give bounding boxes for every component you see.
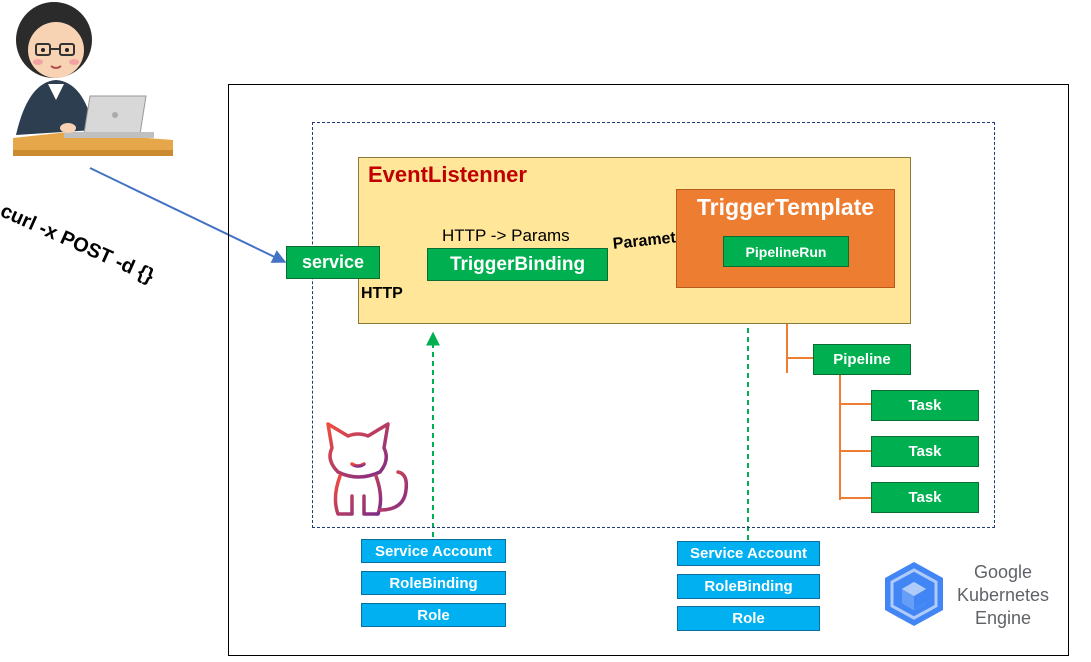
gke-line-kubernetes: Kubernetes xyxy=(956,585,1050,605)
task-box-2: Task xyxy=(871,436,979,467)
gke-line-engine: Engine xyxy=(974,608,1032,628)
user-to-service-arrow xyxy=(89,167,287,263)
trigger-template-title: TriggerTemplate xyxy=(696,194,875,220)
service-account-left: Service Account xyxy=(361,539,506,563)
http-params-label: HTTP -> Params xyxy=(442,226,570,245)
role-left: Role xyxy=(361,603,506,627)
namespace-boundary xyxy=(312,122,995,528)
http-label: HTTP xyxy=(361,285,403,302)
task-box-3: Task xyxy=(871,482,979,513)
rolebinding-left: RoleBinding xyxy=(361,571,506,595)
pipeline-box: Pipeline xyxy=(813,344,911,375)
pipeline-run-box: PipelineRun xyxy=(723,236,849,267)
role-right: Role xyxy=(677,606,820,631)
gke-wordmark: Google Kubernetes Engine xyxy=(948,561,1058,630)
event-listener-title: EventListenner xyxy=(368,162,527,187)
tekton-cat-logo xyxy=(318,418,418,524)
gke-hexagon-icon xyxy=(882,560,946,628)
rolebinding-right: RoleBinding xyxy=(677,574,820,599)
task-box-1: Task xyxy=(871,390,979,421)
kubernetes-cluster-boundary xyxy=(228,84,1069,656)
service-box: service xyxy=(286,246,380,279)
service-account-right: Service Account xyxy=(677,541,820,566)
user-at-laptop-illustration xyxy=(8,0,178,158)
trigger-binding-box: TriggerBinding xyxy=(427,248,608,281)
gke-line-google: Google xyxy=(973,562,1033,582)
